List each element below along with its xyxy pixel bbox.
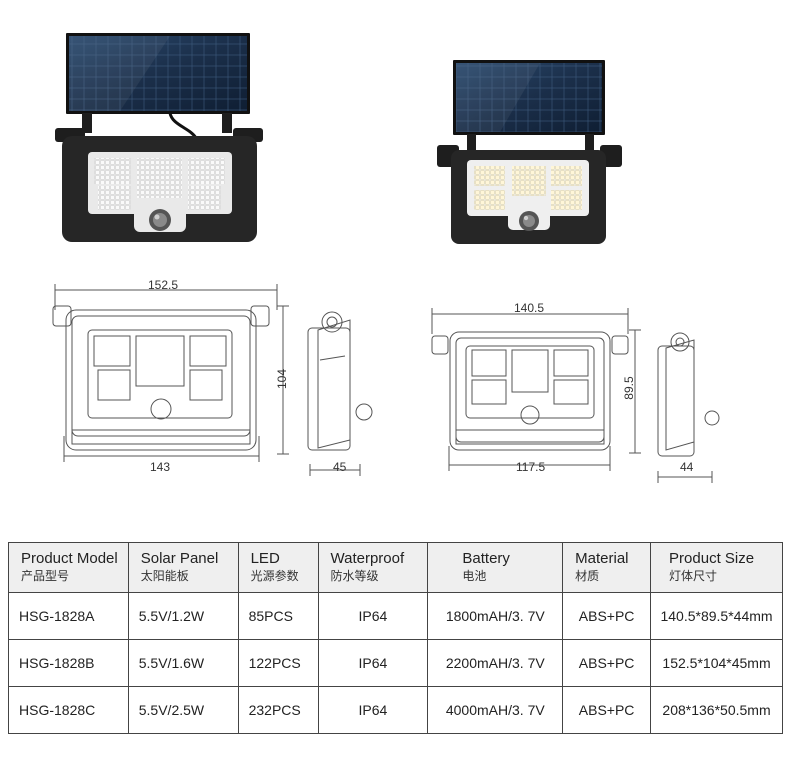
small-height-label: 89.5 (622, 376, 636, 400)
small-solar-panel (453, 60, 605, 135)
large-width-top-label: 152.5 (148, 278, 179, 292)
cell-battery: 4000mAH/3. 7V (427, 686, 564, 734)
cell-model: HSG-1828A (8, 592, 129, 640)
cell-model: HSG-1828B (8, 639, 129, 687)
cell-solar-panel: 5.5V/1.6W (127, 639, 239, 687)
cell-material: ABS+PC (562, 592, 652, 640)
cell-solar-panel: 5.5V/2.5W (127, 686, 239, 734)
cell-size: 152.5*104*45mm (650, 639, 783, 687)
cell-waterproof: IP64 (317, 592, 429, 640)
cell-waterproof: IP64 (317, 639, 429, 687)
large-solar-light-photo (55, 33, 622, 244)
small-lamp-housing (451, 150, 606, 244)
cell-led: 85PCS (237, 592, 319, 640)
table-row: HSG-1828C 5.5V/2.5W 232PCS IP64 4000mAH/… (8, 686, 783, 734)
cell-size: 208*136*50.5mm (650, 686, 783, 734)
large-solar-panel (66, 33, 250, 114)
large-width-bottom-label: 143 (150, 460, 171, 474)
dimension-drawings (52, 284, 720, 483)
cell-size: 140.5*89.5*44mm (650, 592, 783, 640)
cell-material: ABS+PC (562, 686, 652, 734)
small-width-top-label: 140.5 (514, 301, 545, 315)
large-lamp-housing (62, 136, 257, 242)
cell-battery: 1800mAH/3. 7V (427, 592, 564, 640)
large-height-label: 104 (275, 368, 289, 390)
cell-led: 232PCS (237, 686, 319, 734)
cell-material: ABS+PC (562, 639, 652, 687)
large-depth-label: 45 (333, 460, 347, 474)
table-row: HSG-1828A 5.5V/1.2W 85PCS IP64 1800mAH/3… (8, 592, 783, 640)
small-depth-label: 44 (680, 460, 694, 474)
table-row: HSG-1828B 5.5V/1.6W 122PCS IP64 2200mAH/… (8, 639, 783, 687)
cell-battery: 2200mAH/3. 7V (427, 639, 564, 687)
small-width-bottom-label: 117.5 (516, 460, 546, 474)
cell-led: 122PCS (237, 639, 319, 687)
cell-waterproof: IP64 (317, 686, 429, 734)
cell-solar-panel: 5.5V/1.2W (127, 592, 239, 640)
cell-model: HSG-1828C (8, 686, 129, 734)
